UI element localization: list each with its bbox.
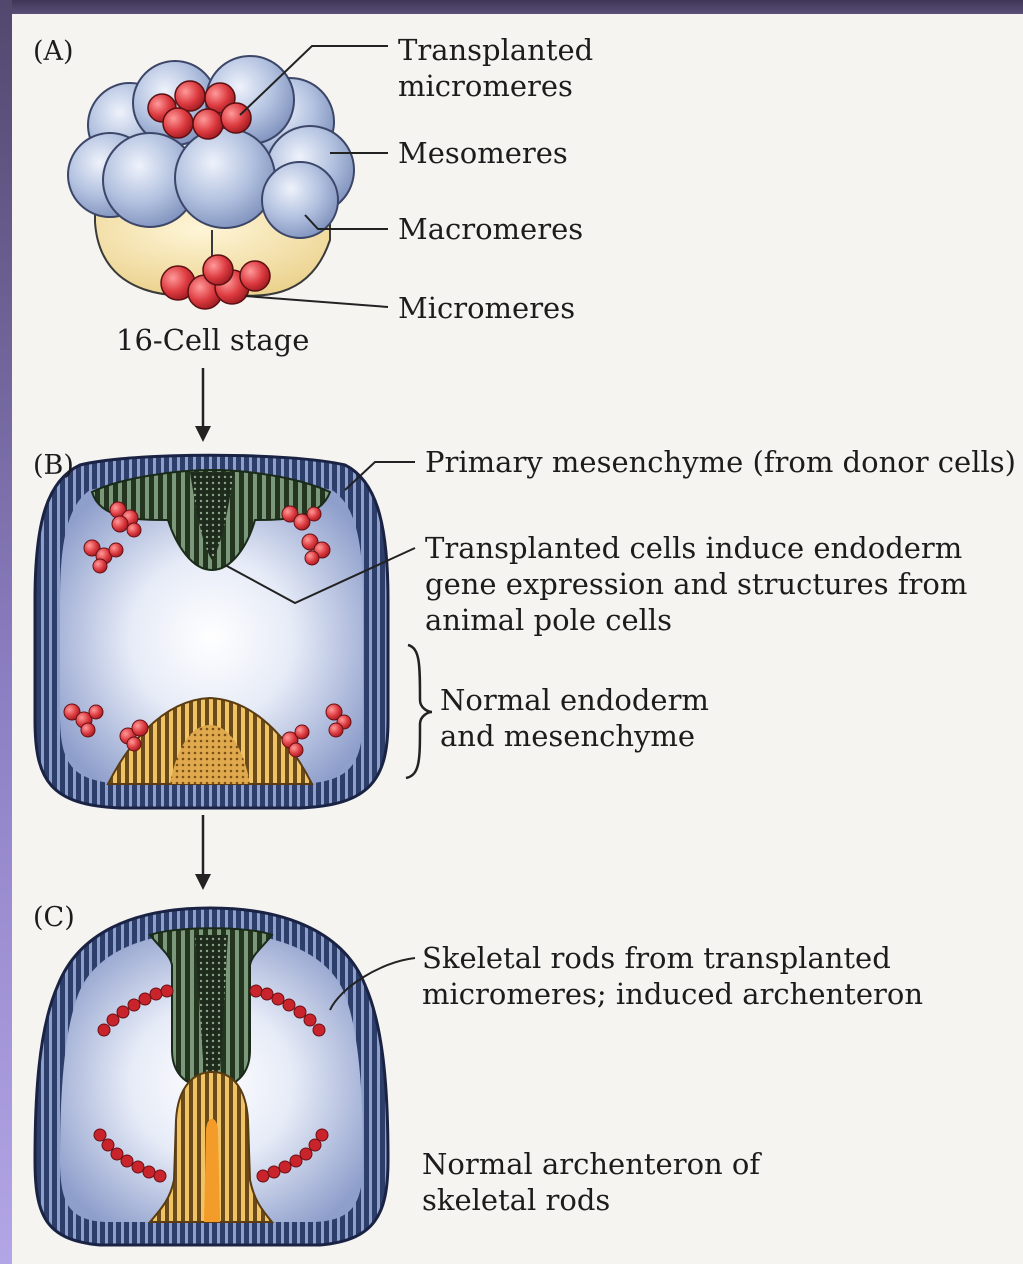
mesomeres-tier <box>68 56 354 238</box>
panel-a-letter: (A) <box>33 34 74 70</box>
label-macromeres: Macromeres <box>398 211 583 247</box>
label-normal-archenteron: Normal archenteron of skeletal rods <box>422 1146 760 1218</box>
label-transplanted-cells-induce: Transplanted cells induce endoderm gene … <box>425 530 967 638</box>
embryo-c <box>35 908 388 1245</box>
label-skeletal-rods: Skeletal rods from transplanted micromer… <box>422 940 923 1012</box>
label-transplanted-micromeres: Transplanted micromeres <box>398 32 593 104</box>
arrow-b-to-c <box>195 815 211 890</box>
sixteen-cell-embryo <box>68 56 354 309</box>
arrow-a-to-b <box>195 368 211 442</box>
panel-b-letter: (B) <box>33 448 74 484</box>
embryo-b <box>35 455 388 808</box>
label-normal-endoderm: Normal endoderm and mesenchyme <box>440 682 709 754</box>
panel-c-letter: (C) <box>33 900 75 936</box>
label-primary-mesenchyme: Primary mesenchyme (from donor cells) <box>425 444 1016 480</box>
label-micromeres: Micromeres <box>398 290 575 326</box>
stage-label: 16-Cell stage <box>116 322 309 358</box>
label-mesomeres: Mesomeres <box>398 135 568 171</box>
